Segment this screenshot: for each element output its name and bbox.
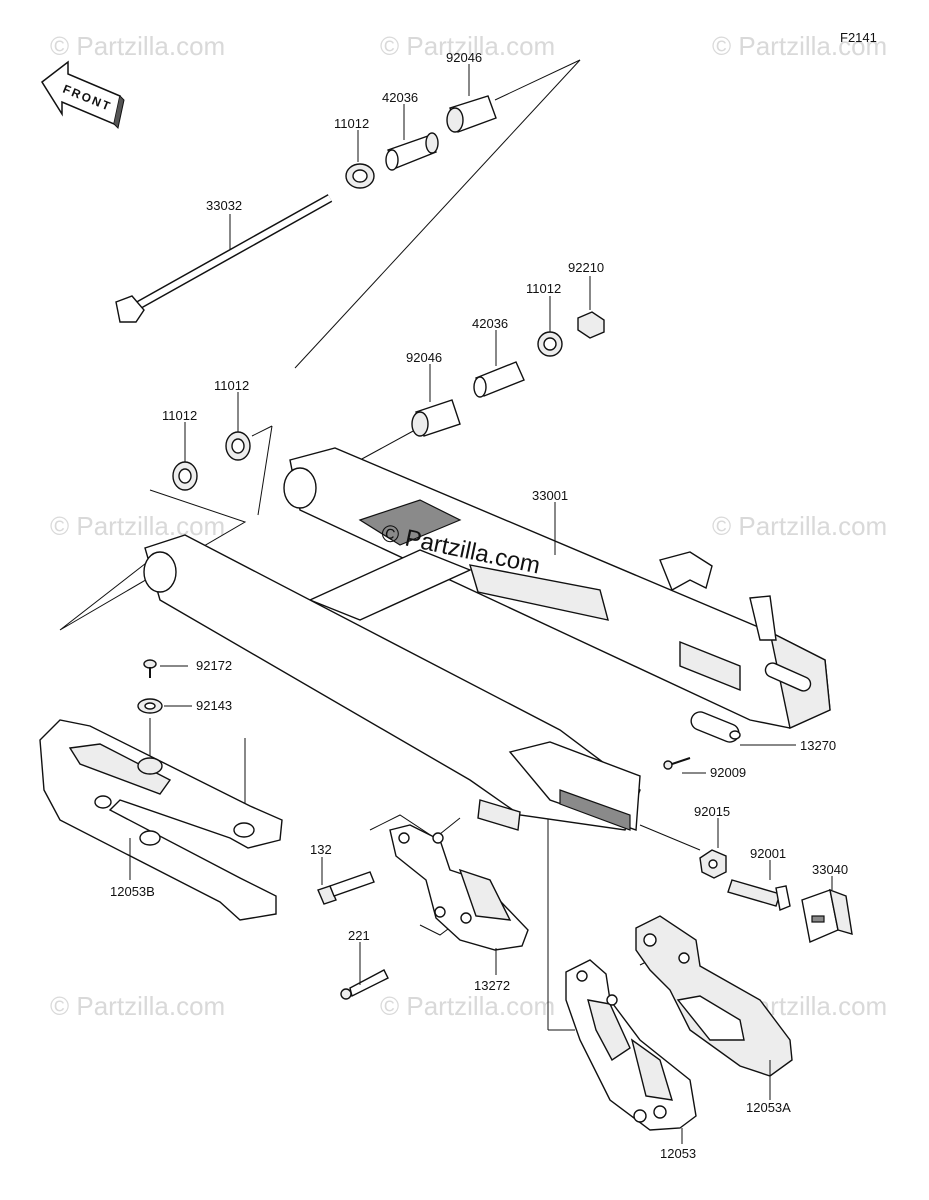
- chain-guide-12053B: [39, 719, 283, 921]
- guard-13272: [389, 824, 529, 951]
- sleeve-42036-top: [385, 132, 439, 171]
- part-number-label[interactable]: 33040: [812, 862, 848, 877]
- watermark: © Partzilla.com: [712, 31, 887, 61]
- part-number-label[interactable]: 13272: [474, 978, 510, 993]
- bearing-92046-mid: [411, 399, 461, 437]
- watermark: © Partzilla.com: [380, 31, 555, 61]
- watermark: © Partzilla.com: [380, 991, 555, 1021]
- figure-code: F2141: [840, 30, 877, 45]
- collar-11012-right: [537, 331, 563, 357]
- part-number-label[interactable]: 42036: [382, 90, 418, 105]
- part-number-label[interactable]: 92009: [710, 765, 746, 780]
- watermark: © Partzilla.com: [712, 511, 887, 541]
- bolt-92001: [727, 879, 791, 911]
- part-number-label[interactable]: 12053: [660, 1146, 696, 1161]
- nut-92210: [577, 311, 605, 339]
- part-number-label[interactable]: 11012: [162, 408, 197, 423]
- part-number-label[interactable]: 13270: [800, 738, 836, 753]
- part-number-label[interactable]: 11012: [526, 281, 561, 296]
- pivot-shaft-33032: [115, 194, 333, 323]
- nut-92015: [699, 849, 727, 879]
- chain-guide-12053A: [635, 915, 793, 1077]
- part-number-label[interactable]: 12053B: [110, 884, 155, 899]
- part-number-label[interactable]: 132: [310, 842, 332, 857]
- part-number-label[interactable]: 92210: [568, 260, 604, 275]
- screw-92172: [143, 659, 157, 678]
- front-arrow-icon: FRONT: [41, 60, 125, 130]
- part-number-label[interactable]: 92143: [196, 698, 232, 713]
- collar-11012-top: [345, 163, 375, 189]
- part-number-label[interactable]: 92172: [196, 658, 232, 673]
- part-labels: 92046 42036 11012 33032 92210 11012 4203…: [110, 50, 848, 1161]
- bearing-92046-top: [446, 95, 497, 133]
- adjuster-plate-13270: [690, 711, 741, 743]
- part-number-label[interactable]: 33001: [532, 488, 568, 503]
- screw-92009: [663, 757, 691, 770]
- part-number-label[interactable]: 42036: [472, 316, 508, 331]
- part-number-label[interactable]: 12053A: [746, 1100, 791, 1115]
- watermark: © Partzilla.com: [50, 511, 225, 541]
- chain-guide-12053: [565, 959, 697, 1131]
- collar-11012-left2: [225, 431, 251, 461]
- screw-221: [340, 969, 389, 1000]
- watermark: © Partzilla.com: [50, 31, 225, 61]
- part-number-label[interactable]: 92001: [750, 846, 786, 861]
- part-number-label[interactable]: 11012: [334, 116, 369, 131]
- part-number-label[interactable]: 33032: [206, 198, 242, 213]
- part-number-label[interactable]: 92046: [406, 350, 442, 365]
- swingarm-33001: [143, 447, 831, 831]
- bolt-132: [317, 871, 375, 905]
- sleeve-42036-mid: [473, 361, 525, 398]
- leader-lines: [129, 64, 833, 1144]
- watermark: © Partzilla.com: [50, 991, 225, 1021]
- part-number-label[interactable]: 92046: [446, 50, 482, 65]
- part-number-label[interactable]: 221: [348, 928, 370, 943]
- part-number-label[interactable]: 11012: [214, 378, 249, 393]
- part-number-label[interactable]: 92015: [694, 804, 730, 819]
- collar-11012-left1: [172, 461, 198, 491]
- clip-33040: [801, 888, 853, 943]
- washer-92143: [137, 698, 163, 714]
